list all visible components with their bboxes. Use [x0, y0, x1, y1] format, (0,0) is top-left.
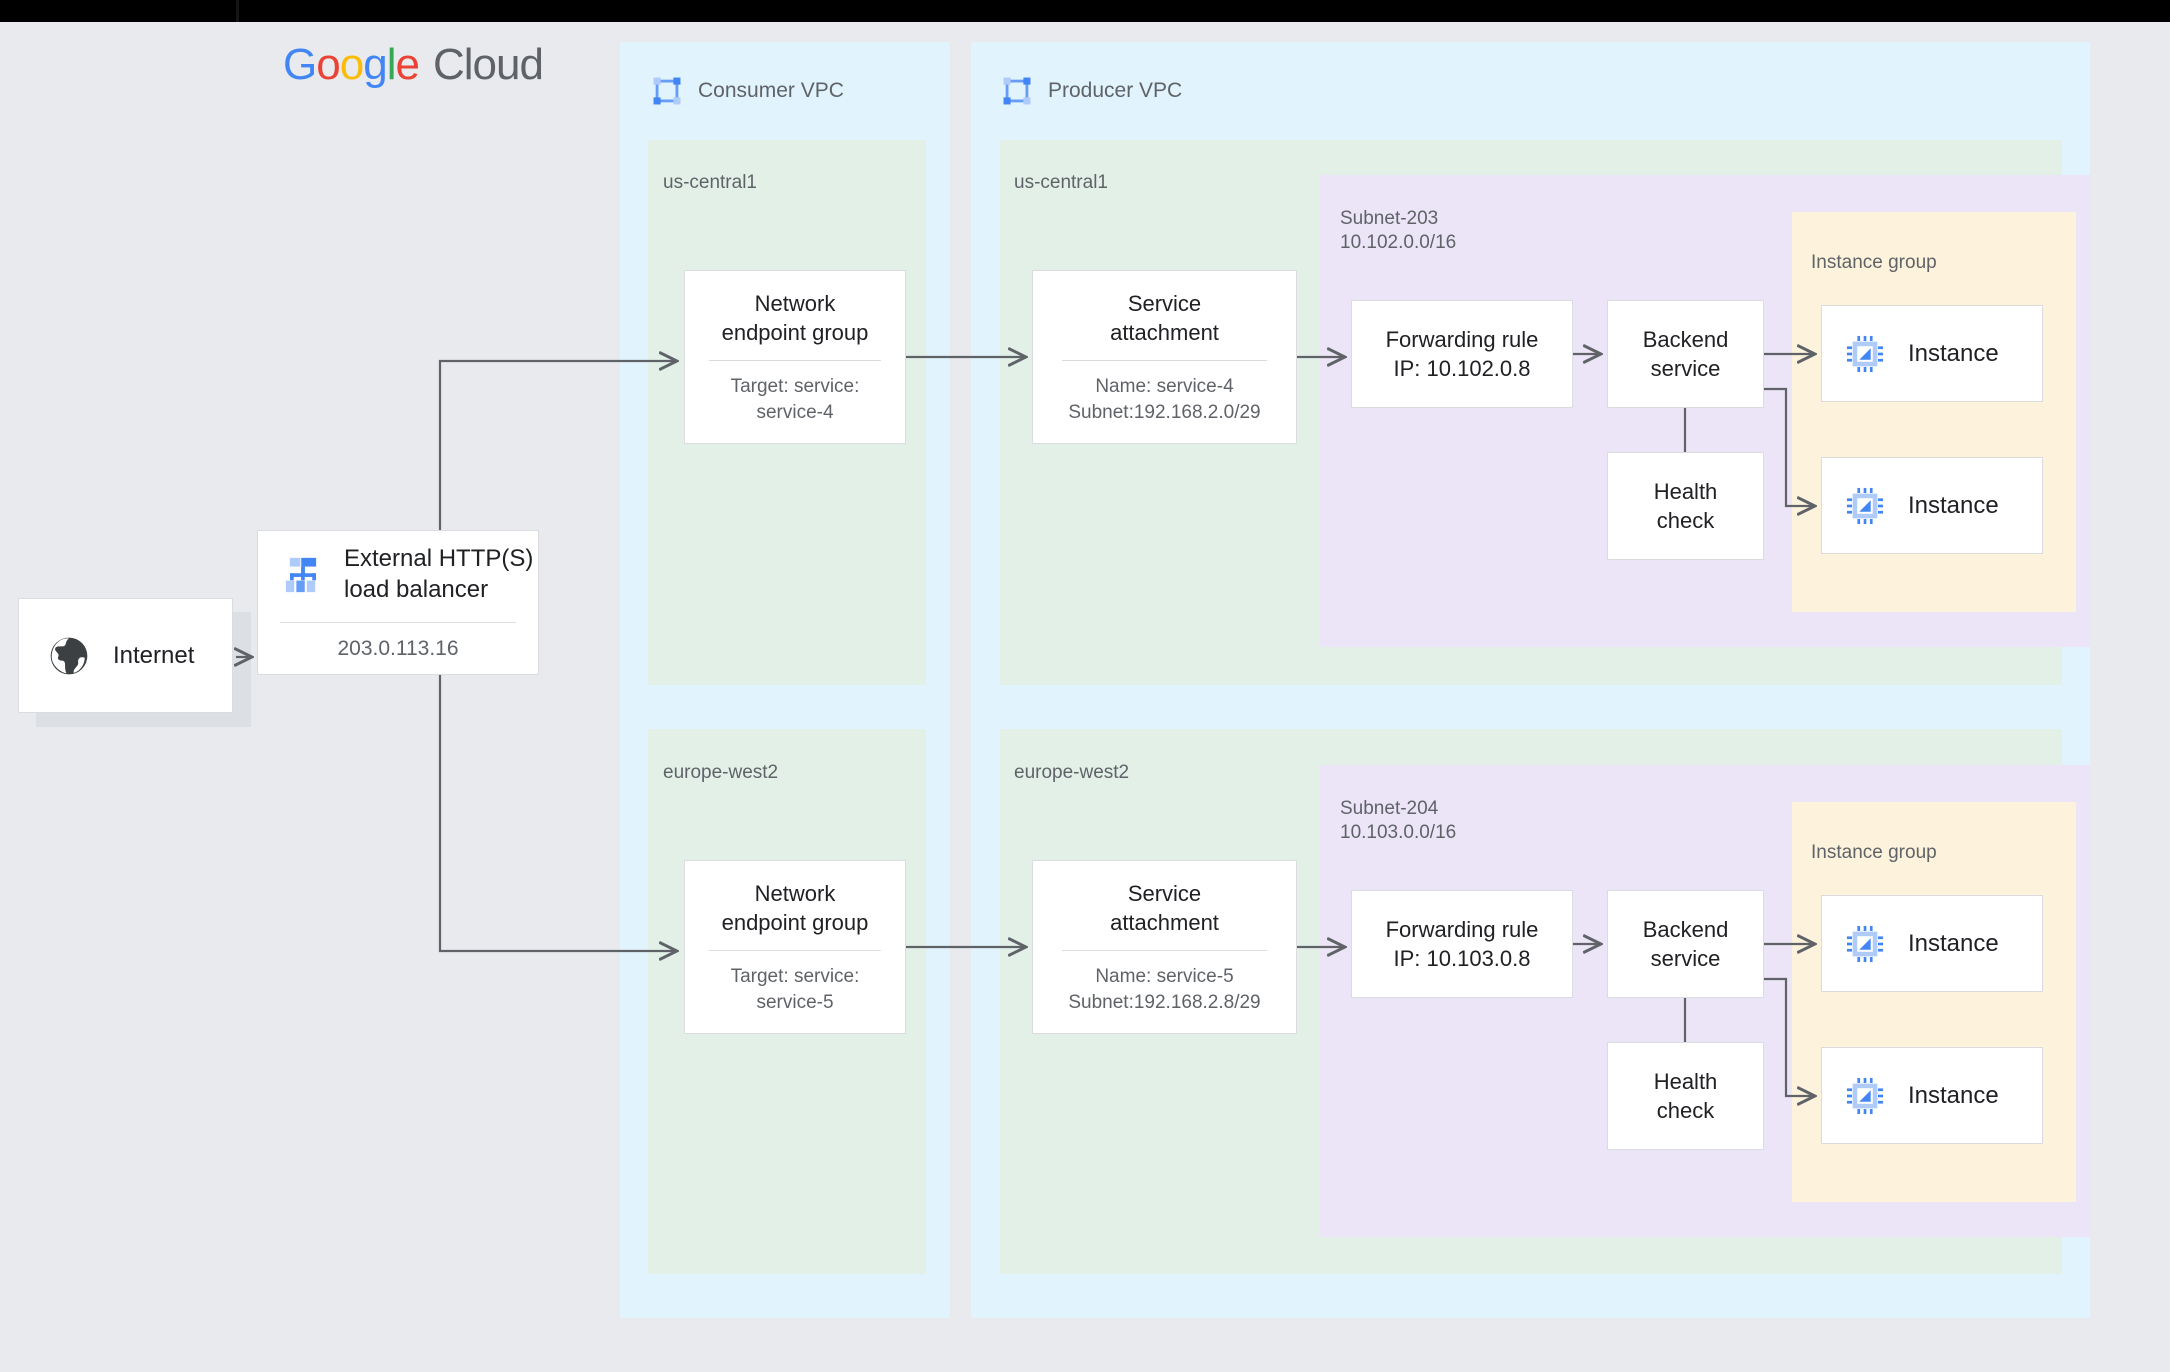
- cpu-instance-icon: [1846, 925, 1884, 962]
- instance-group-label-0: Instance group: [1811, 252, 1937, 273]
- subnet-203-name: Subnet-203: [1340, 208, 1439, 229]
- instance-label-1-0: Instance: [1908, 929, 1999, 957]
- load-balancer-card[interactable]: External HTTP(S) load balancer 203.0.113…: [257, 530, 539, 675]
- subnet-204-cidr: 10.103.0.0/16: [1340, 822, 1457, 844]
- card-divider: [1061, 360, 1268, 362]
- instance-group-label-1: Instance group: [1811, 842, 1937, 863]
- health-check-card-0[interactable]: Health check: [1607, 452, 1764, 560]
- producer-vpc-header: Producer VPC: [1000, 74, 1182, 108]
- forwarding-rule-text-0: Forwarding rule IP: 10.102.0.8: [1385, 326, 1539, 381]
- logo-letter-l: l: [386, 40, 397, 89]
- service-attachment-title-1: Service attachment: [1110, 880, 1219, 936]
- logo-letter-e: e: [395, 40, 420, 89]
- logo-letter-o2: o: [339, 40, 365, 89]
- network-endpoint-group-card-0[interactable]: Network endpoint group Target: service: …: [684, 270, 906, 444]
- service-attachment-subtitle-1: Name: service-5 Subnet:192.168.2.8/29: [1068, 966, 1261, 1013]
- producer-vpc-title: Producer VPC: [1048, 79, 1183, 102]
- logo-letter-g: g: [363, 40, 388, 89]
- vpc-icon: [653, 77, 681, 105]
- health-check-card-1[interactable]: Health check: [1607, 1042, 1764, 1150]
- instance-label-0-0: Instance: [1908, 339, 1999, 367]
- subnet-203-label: Subnet-203 10.102.0.0/16: [1340, 207, 1456, 256]
- window-top-bar: [0, 0, 2170, 22]
- instance-card-0-1[interactable]: Instance: [1821, 457, 2043, 554]
- consumer-region-label-1: europe-west2: [663, 762, 779, 783]
- service-attachment-card-0[interactable]: Service attachment Name: service-4 Subne…: [1032, 270, 1297, 444]
- network-endpoint-group-card-1[interactable]: Network endpoint group Target: service: …: [684, 860, 906, 1034]
- health-check-text-0: Health check: [1653, 478, 1718, 533]
- load-balancer-icon: [285, 557, 317, 593]
- producer-region-label-1: europe-west2: [1014, 762, 1130, 783]
- service-attachment-subtitle-0: Name: service-4 Subnet:192.168.2.0/29: [1068, 376, 1261, 423]
- forwarding-rule-card-1[interactable]: Forwarding rule IP: 10.103.0.8: [1351, 890, 1573, 998]
- instance-card-1-0[interactable]: Instance: [1821, 895, 2043, 992]
- neg-title-0: Network endpoint group: [721, 290, 869, 346]
- backend-service-text-1: Backend service: [1642, 916, 1729, 971]
- cpu-instance-icon: [1846, 487, 1884, 524]
- card-divider: [709, 360, 881, 362]
- logo-word-cloud: Cloud: [432, 40, 544, 89]
- backend-service-card-1[interactable]: Backend service: [1607, 890, 1764, 998]
- instance-card-1-1[interactable]: Instance: [1821, 1047, 2043, 1144]
- load-balancer-ip: 203.0.113.16: [337, 636, 459, 660]
- logo-letter-o1: o: [316, 40, 341, 89]
- card-divider: [1061, 950, 1268, 952]
- instance-label-1-1: Instance: [1908, 1081, 1999, 1109]
- cpu-instance-icon: [1846, 1077, 1884, 1114]
- service-attachment-card-1[interactable]: Service attachment Name: service-5 Subne…: [1032, 860, 1297, 1034]
- subnet-204-name: Subnet-204: [1340, 798, 1439, 819]
- globe-icon: [50, 637, 88, 674]
- backend-service-text-0: Backend service: [1642, 326, 1729, 381]
- instance-card-0-0[interactable]: Instance: [1821, 305, 2043, 402]
- load-balancer-title: External HTTP(S) load balancer: [344, 545, 534, 603]
- neg-subtitle-1: Target: service: service-5: [730, 966, 860, 1013]
- cpu-instance-icon: [1846, 335, 1884, 372]
- backend-service-card-0[interactable]: Backend service: [1607, 300, 1764, 408]
- forwarding-rule-card-0[interactable]: Forwarding rule IP: 10.102.0.8: [1351, 300, 1573, 408]
- card-divider: [280, 621, 516, 623]
- forwarding-rule-text-1: Forwarding rule IP: 10.103.0.8: [1385, 916, 1539, 971]
- consumer-vpc-header: Consumer VPC: [650, 74, 844, 108]
- producer-region-label-0: us-central1: [1014, 172, 1108, 193]
- logo-letter-G: G: [283, 40, 317, 89]
- neg-subtitle-0: Target: service: service-4: [730, 376, 860, 423]
- consumer-vpc-title: Consumer VPC: [698, 79, 844, 102]
- vpc-icon: [1003, 77, 1031, 105]
- subnet-204-label: Subnet-204 10.103.0.0/16: [1340, 797, 1456, 846]
- internet-label: Internet: [113, 641, 195, 669]
- subnet-203-cidr: 10.102.0.0/16: [1340, 232, 1457, 254]
- service-attachment-title-0: Service attachment: [1110, 290, 1219, 346]
- internet-card[interactable]: Internet: [18, 598, 233, 713]
- neg-title-1: Network endpoint group: [721, 880, 869, 936]
- card-divider: [709, 950, 881, 952]
- health-check-text-1: Health check: [1653, 1068, 1718, 1123]
- instance-label-0-1: Instance: [1908, 491, 1999, 519]
- consumer-region-label-0: us-central1: [663, 172, 757, 193]
